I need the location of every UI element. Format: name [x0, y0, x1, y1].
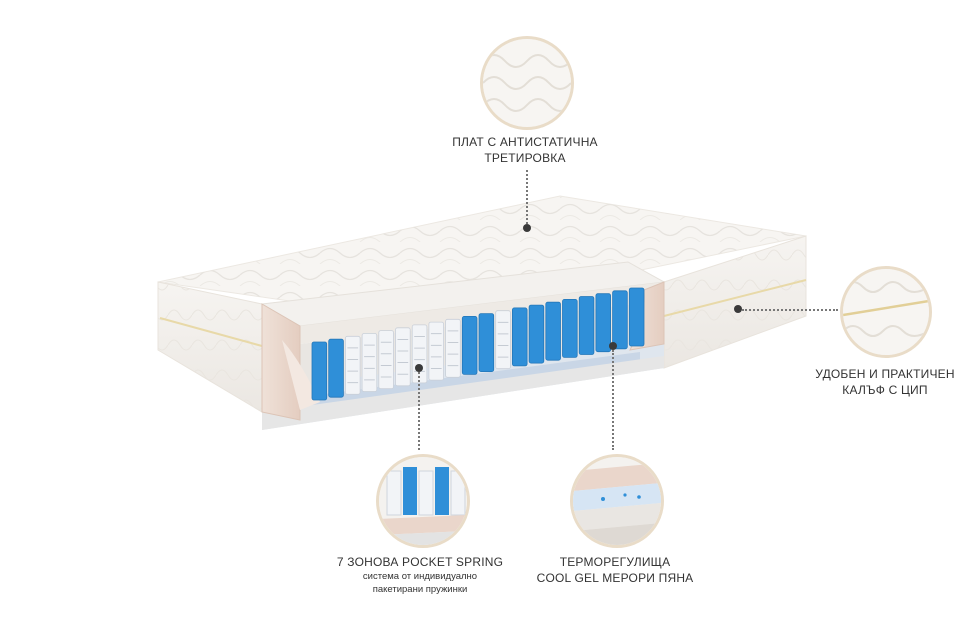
foam-closeup-circle — [570, 454, 664, 548]
pocket-spring — [445, 318, 461, 378]
cover-label-line1: УДОБЕН И ПРАКТИЧЕН — [815, 367, 955, 381]
pocket-spring — [361, 333, 378, 392]
foam-label: ТЕРМОРЕГУЛИЩА COOL GEL МЕРОРИ ПЯНА — [520, 554, 710, 586]
mattress-right-side — [663, 235, 807, 369]
pocket-spring — [495, 310, 511, 370]
fabric-label: ПЛАТ С АНТИСТАТИЧНА ТРЕТИРОВКА — [430, 134, 620, 166]
pocket-spring — [628, 287, 645, 347]
pocket-spring — [612, 290, 628, 350]
foam-layers-icon — [573, 457, 661, 545]
foam-label-line1: ТЕРМОРЕГУЛИЩА — [559, 555, 671, 569]
springs-label-line1: 7 ЗОНОВА POCKET SPRING — [336, 555, 504, 569]
cover-closeup-circle — [840, 266, 932, 358]
fabric-closeup-circle — [480, 36, 574, 130]
cover-label: УДОБЕН И ПРАКТИЧЕН КАЛЪФ С ЦИП — [800, 366, 970, 398]
pocket-spring — [461, 315, 478, 375]
foam-dot — [609, 342, 617, 350]
pocket-spring — [478, 313, 495, 373]
pocket-spring — [395, 327, 411, 387]
springs-label-sub1: система от индивидуално — [362, 571, 478, 582]
springs-closeup-circle — [376, 454, 470, 548]
fabric-dot — [523, 224, 531, 232]
pocket-spring — [545, 301, 561, 361]
pocket-spring — [428, 321, 444, 381]
springs-connector — [418, 372, 420, 450]
springs-label: 7 ЗОНОВА POCKET SPRING система от индиви… — [320, 554, 520, 596]
pocket-spring — [512, 307, 528, 367]
pocket-spring — [311, 341, 328, 401]
fabric-label-line2: ТРЕТИРОВКА — [484, 151, 566, 165]
pocket-spring — [344, 335, 361, 395]
pocket-spring — [328, 338, 344, 398]
fabric-label-line1: ПЛАТ С АНТИСТАТИЧНА — [452, 135, 598, 149]
cover-connector — [742, 309, 838, 311]
zipper-texture-icon — [843, 269, 929, 355]
pocket-spring — [528, 304, 545, 364]
cover-dot — [734, 305, 742, 313]
pocket-spring — [595, 293, 612, 353]
springs-closeup-icon — [379, 457, 467, 545]
cover-label-line2: КАЛЪФ С ЦИП — [842, 383, 928, 397]
fabric-connector — [526, 170, 528, 224]
foam-label-line2: COOL GEL МЕРОРИ ПЯНА — [536, 571, 694, 585]
pocket-spring — [578, 296, 595, 355]
pocket-springs — [311, 287, 645, 401]
mattress-left-side — [157, 281, 263, 413]
foam-connector — [612, 350, 614, 450]
springs-label-sub2: пакетирани пружинки — [372, 584, 468, 595]
springs-dot — [415, 364, 423, 372]
pocket-spring — [562, 298, 578, 358]
fabric-texture-icon — [483, 39, 571, 127]
pocket-spring — [378, 330, 394, 390]
